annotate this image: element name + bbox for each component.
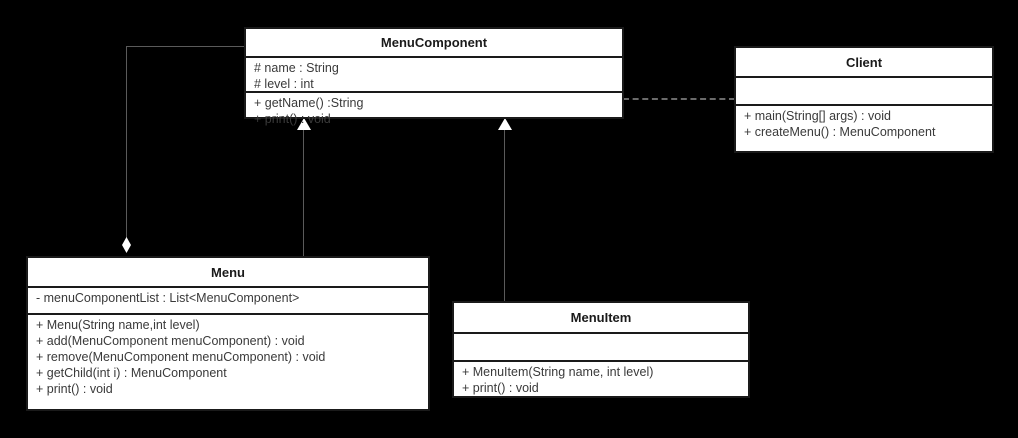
class-box-menu[interactable]: Menu - menuComponentList : List<MenuComp… bbox=[26, 256, 430, 411]
attributes-compartment-client bbox=[736, 76, 992, 104]
operation-line: + getChild(int i) : MenuComponent bbox=[36, 366, 227, 380]
operations-compartment-menucomponent: + getName() :String + print() : void bbox=[246, 91, 622, 129]
operation-line: + add(MenuComponent menuComponent) : voi… bbox=[36, 334, 305, 348]
operations-compartment-menu: + Menu(String name,int level) + add(Menu… bbox=[28, 313, 428, 409]
operation-line: + MenuItem(String name, int level) bbox=[462, 365, 654, 379]
class-title-client: Client bbox=[845, 54, 883, 70]
class-title-menu: Menu bbox=[211, 264, 245, 280]
operation-line: + createMenu() : MenuComponent bbox=[744, 125, 936, 139]
class-box-menucomponent[interactable]: MenuComponent # name : String # level : … bbox=[244, 27, 624, 126]
generalization-menu-hollow-triangle bbox=[297, 118, 311, 130]
class-title-menuitem: MenuItem bbox=[570, 310, 632, 325]
operation-line: + getName() :String bbox=[254, 96, 364, 110]
operation-line: + remove(MenuComponent menuComponent) : … bbox=[36, 350, 326, 364]
attribute-line: # name : String bbox=[254, 61, 339, 75]
generalization-menuitem-hollow-triangle bbox=[498, 118, 512, 130]
aggregation-vertical-segment bbox=[126, 46, 127, 245]
aggregation-hollow-diamond-marker bbox=[122, 237, 131, 253]
operation-line: + Menu(String name,int level) bbox=[36, 318, 200, 332]
class-box-client[interactable]: Client + main(String[] args) : void + cr… bbox=[734, 46, 994, 153]
class-title-menucomponent: MenuComponent bbox=[380, 35, 488, 50]
attributes-compartment-menucomponent: # name : String # level : int bbox=[246, 56, 622, 91]
class-box-menuitem[interactable]: MenuItem + MenuItem(String name, int lev… bbox=[452, 301, 750, 398]
operation-line: + print() : void bbox=[254, 112, 331, 126]
attribute-line: - menuComponentList : List<MenuComponent… bbox=[36, 291, 300, 305]
operation-line: + print() : void bbox=[462, 381, 539, 395]
operations-compartment-client: + main(String[] args) : void + createMen… bbox=[736, 104, 992, 151]
attributes-compartment-menuitem bbox=[454, 332, 748, 360]
attribute-line: # level : int bbox=[254, 77, 314, 91]
generalization-menu-line bbox=[303, 118, 304, 257]
operation-line: + print() : void bbox=[36, 382, 113, 396]
generalization-menuitem-line bbox=[504, 118, 505, 301]
attributes-compartment-menu: - menuComponentList : List<MenuComponent… bbox=[28, 286, 428, 313]
dependency-dashed-line bbox=[623, 98, 735, 100]
aggregation-horizontal-segment bbox=[126, 46, 246, 47]
operation-line: + main(String[] args) : void bbox=[744, 109, 891, 123]
operations-compartment-menuitem: + MenuItem(String name, int level) + pri… bbox=[454, 360, 748, 398]
